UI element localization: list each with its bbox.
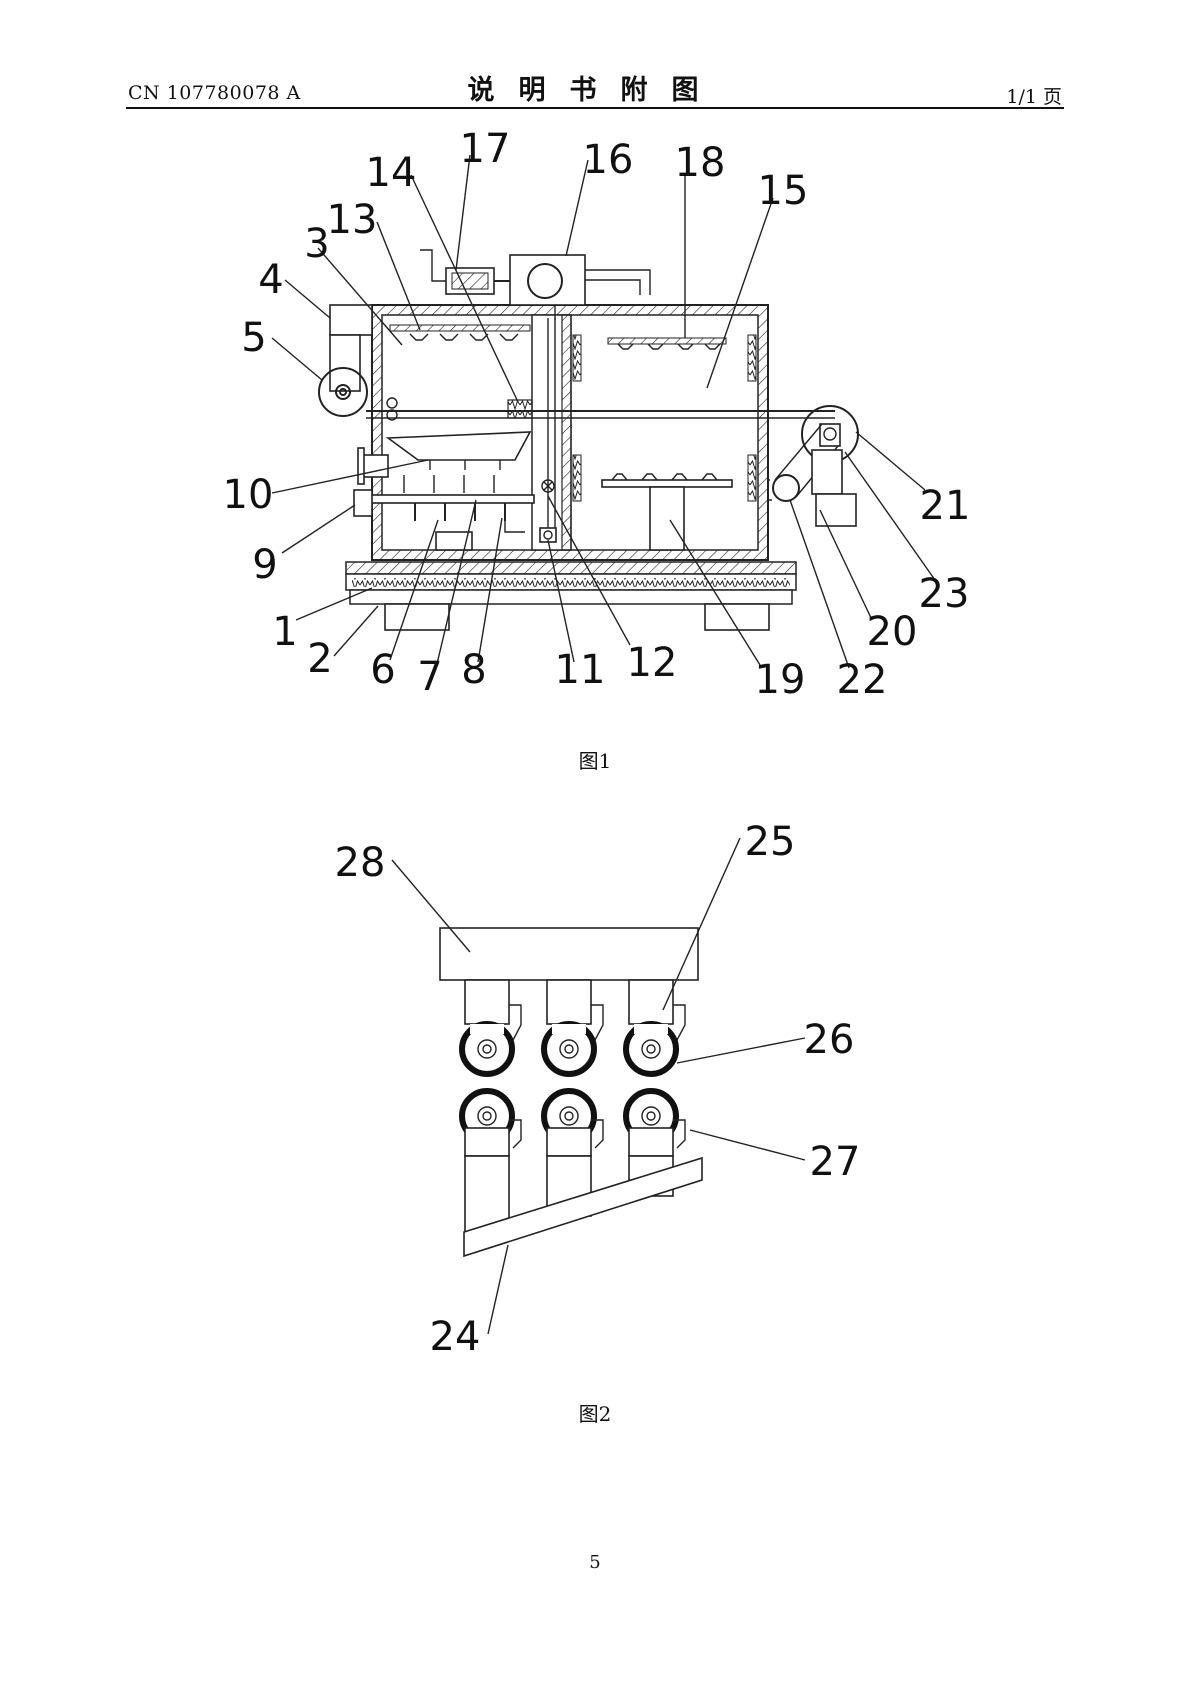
upper-rollers [459,979,686,1077]
label-13: 13 [327,197,378,243]
label-12: 12 [627,640,678,686]
label-15: 15 [758,168,809,214]
agitator [353,475,535,551]
inclined-plate [463,1156,703,1258]
label-17: 17 [460,126,511,172]
figure-2-caption: 图2 [578,1402,612,1426]
left-spray-rail [389,324,531,341]
figure-1-caption: 图1 [578,749,612,773]
page-indicator: 1/1 页 [1006,86,1062,108]
label-14: 14 [366,150,417,196]
figure-2-labels: 28 25 26 27 24 [335,819,861,1360]
label-18: 18 [675,140,726,186]
label-8: 8 [461,647,486,693]
page-title: 说明书附图 [467,75,723,106]
label-27: 27 [810,1139,861,1185]
figure-1-leaders [271,154,936,669]
left-roller-assembly [318,304,398,421]
label-3: 3 [304,221,329,267]
label-19: 19 [755,657,806,703]
figure-1-labels: 17 16 18 15 14 13 3 4 5 10 9 1 2 6 7 8 1… [223,126,971,703]
label-16: 16 [583,137,634,183]
label-20: 20 [867,609,918,655]
housing [371,304,769,561]
label-26: 26 [804,1017,855,1063]
label-4: 4 [258,257,283,303]
label-25: 25 [745,819,796,865]
label-23: 23 [919,571,970,617]
label-21: 21 [920,483,971,529]
figure-2-leaders [391,837,806,1335]
label-5: 5 [241,315,266,361]
base [345,561,797,631]
lower-rollers [459,1088,686,1237]
top-equipment [420,249,651,320]
label-10: 10 [223,472,274,518]
header-divider [126,107,1064,109]
label-6: 6 [370,647,395,693]
label-28: 28 [335,840,386,886]
hopper [357,431,532,485]
figure-2-drawing: 28 25 26 27 24 [335,819,861,1360]
label-1: 1 [272,609,297,655]
document-number: CN 107780078 A [128,82,301,104]
label-24: 24 [430,1314,481,1360]
right-roller-assembly [767,405,859,527]
page-number: 5 [589,1552,601,1573]
label-22: 22 [837,657,888,703]
label-2: 2 [307,636,332,682]
label-7: 7 [417,654,442,700]
label-11: 11 [555,647,606,693]
right-chamber-parts [572,334,757,551]
figure-1-drawing: 17 16 18 15 14 13 3 4 5 10 9 1 2 6 7 8 1… [223,126,971,703]
label-9: 9 [252,542,277,588]
top-plate [439,927,699,981]
